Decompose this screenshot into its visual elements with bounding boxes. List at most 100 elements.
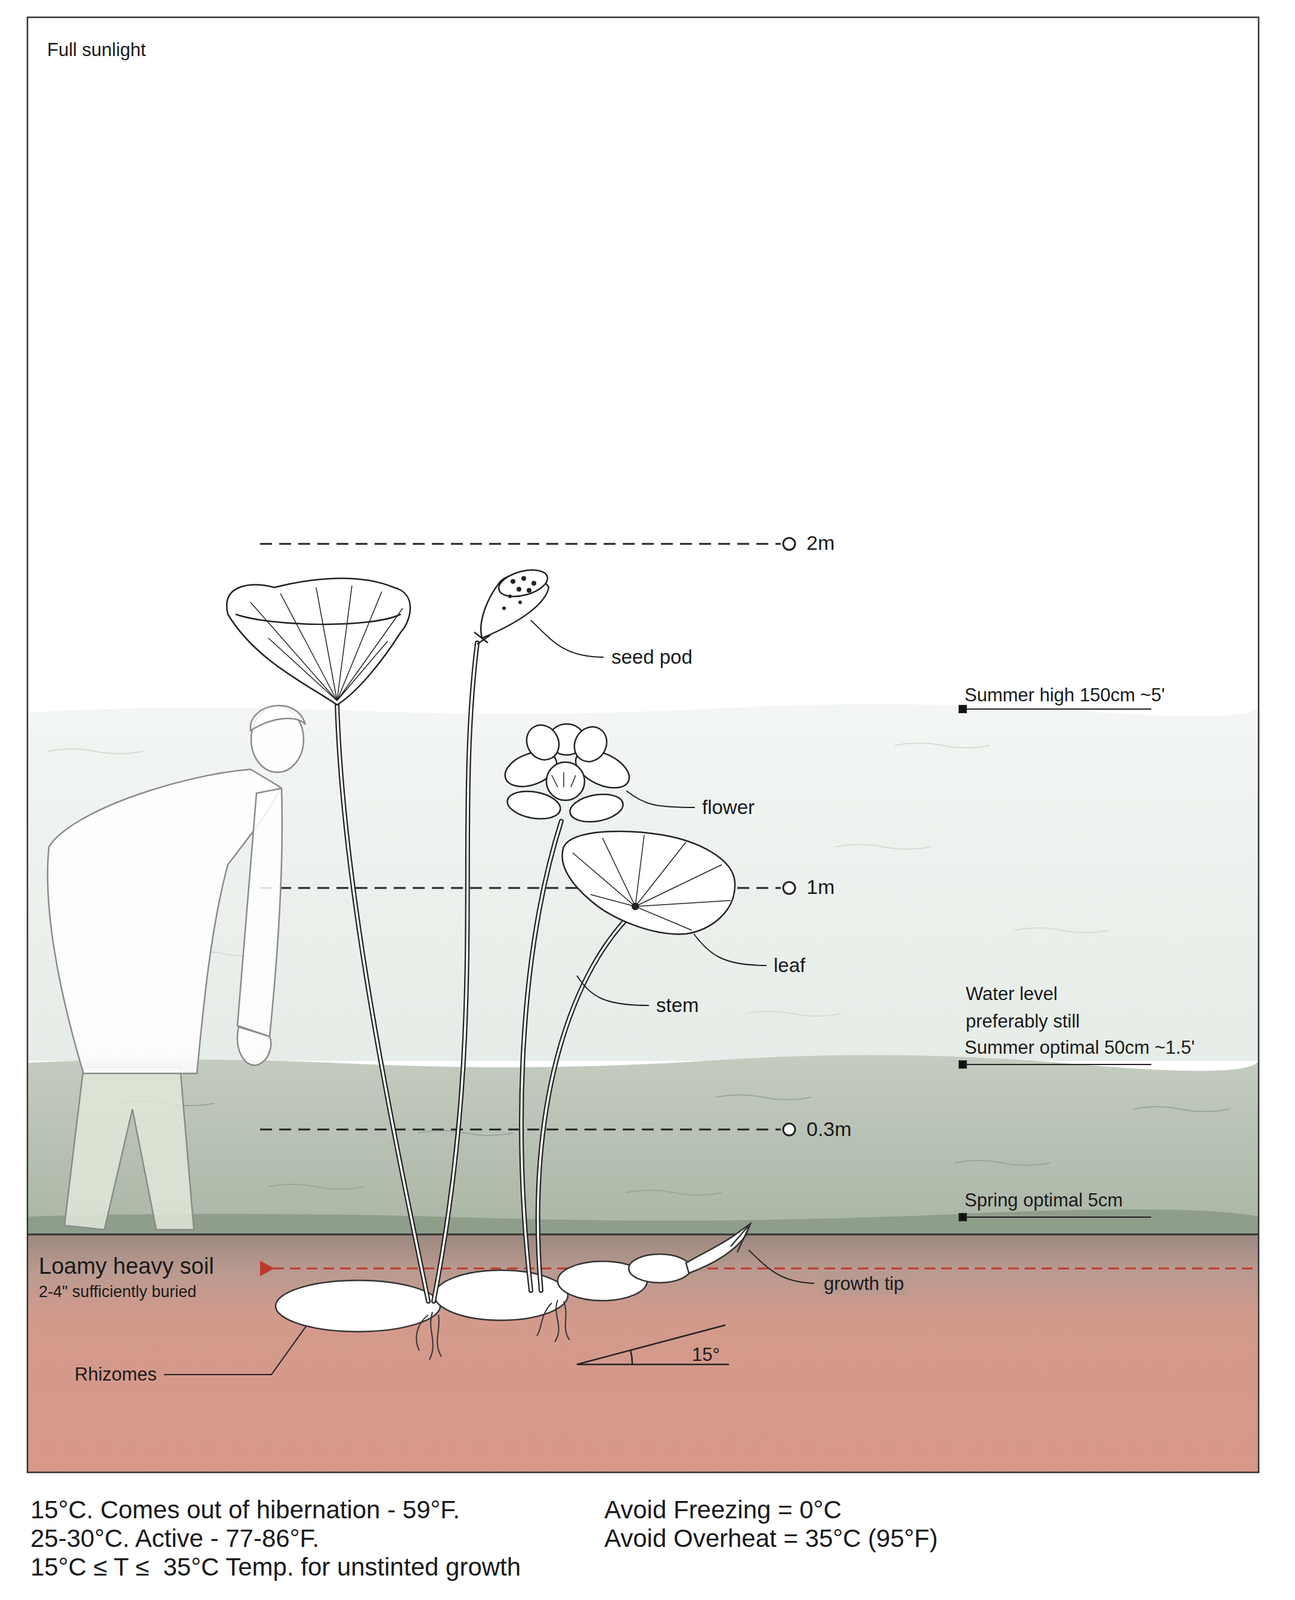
drawing-ellipse: [275, 1280, 441, 1332]
drawing-path: [337, 703, 429, 1302]
drawing-path: [576, 975, 649, 1006]
dimension: 1m: [806, 875, 835, 900]
part-name: seed pod: [611, 645, 693, 670]
ground-line: [27, 1234, 1259, 1236]
part-name: Rhizomes: [74, 1363, 157, 1386]
temperature-note: Avoid Overheat = 35°C (95°F): [604, 1524, 938, 1554]
drawing-path: [433, 643, 478, 1302]
drawing-ellipse: [495, 565, 550, 602]
drawing-path: [630, 1350, 633, 1365]
drawing-path: [164, 1326, 307, 1375]
temperature-note: 15°C ≤ T ≤ 35°C Temp. for unstinted grow…: [30, 1552, 521, 1583]
leader-lines: [164, 620, 815, 1375]
drawing-path: [237, 788, 283, 1037]
drawing-g: [572, 835, 731, 931]
part-name: growth tip: [821, 1272, 907, 1295]
stems: [337, 643, 638, 1302]
dimension: 2m: [806, 530, 835, 556]
soil-note: Loamy heavy soil: [38, 1253, 215, 1281]
temperature-note: Avoid Freezing = 0°C: [604, 1495, 842, 1526]
drawing-g: [250, 585, 403, 701]
drawing-g: [337, 643, 638, 1302]
drawing-circle: [502, 606, 506, 611]
dimension: 15°: [691, 1343, 720, 1366]
drawing-g: [502, 576, 537, 611]
temperature-note: 25-30°C. Active - 77-86°F.: [30, 1524, 320, 1554]
drawing-circle: [526, 588, 532, 593]
drawing-path: [250, 585, 403, 701]
drawing-g: [337, 643, 638, 1302]
drawing-path: [730, 1224, 751, 1253]
drawing-path: [685, 1224, 751, 1274]
temperature-note: 15°C. Comes out of hibernation - 59°F.: [30, 1495, 460, 1526]
person-figure: [47, 705, 306, 1230]
rhizomes: [275, 1224, 751, 1332]
drawing-ellipse: [520, 719, 565, 766]
drawing-path: [748, 1250, 815, 1284]
drawing-path: [416, 1312, 442, 1361]
dimension: 0.3m: [806, 1117, 852, 1142]
drawing-line: [962, 1216, 1152, 1219]
level-note: Spring optimal 5cm: [964, 1189, 1123, 1212]
drawing-line: [962, 708, 1152, 710]
drawing-circle: [521, 576, 527, 581]
flower-drawing: [500, 719, 636, 826]
drawing-circle: [531, 580, 537, 586]
drawing-path: [226, 578, 411, 706]
drawing-ellipse: [628, 1254, 691, 1284]
soil: [27, 1234, 1259, 1473]
burial-arrow: [260, 1260, 275, 1277]
drawing-circle: [518, 600, 522, 605]
drawing-circle: [783, 882, 796, 895]
drawing-path: [536, 1300, 570, 1343]
part-name: leaf: [773, 953, 806, 978]
drawing-path: [237, 1027, 271, 1066]
drawing-path: [119, 1095, 1229, 1196]
leaf-drawing: [226, 578, 411, 706]
drawing-line: [962, 1064, 1152, 1066]
drawing-rect: [959, 1213, 967, 1222]
drawing-path: [551, 772, 576, 788]
drawing-circle: [632, 903, 639, 910]
level-note: Summer optimal 50cm ~1.5': [964, 1036, 1195, 1059]
drawing-path: [433, 643, 478, 1302]
water: [27, 704, 1259, 1235]
roots: [416, 1300, 570, 1361]
level-markers: [959, 705, 1152, 1222]
drawing-path: [27, 1055, 1259, 1235]
drawing-circle: [508, 594, 512, 599]
drawing-g: [119, 1095, 1229, 1196]
part-name: stem: [656, 993, 700, 1018]
level-note: Summer high 150cm ~5': [964, 684, 1165, 707]
drawing-path: [337, 703, 429, 1302]
drawing-circle: [516, 586, 522, 592]
drawing-path: [27, 1209, 1259, 1235]
drawing-path: [538, 908, 638, 1291]
drawing-line: [260, 543, 781, 546]
drawing-path: [474, 632, 491, 645]
drawing-path: [250, 705, 306, 731]
drawing-circle: [783, 538, 796, 550]
leaf-drawing: [561, 831, 735, 935]
drawing-path: [626, 790, 695, 808]
drawing-rect: [959, 1061, 967, 1069]
drawing-rect: [959, 705, 967, 713]
drawing-ellipse: [434, 1270, 568, 1321]
part-name: flower: [702, 795, 755, 820]
frame: [27, 17, 1259, 1473]
drawing-path: [64, 1067, 194, 1230]
drawing-circle: [510, 579, 516, 584]
seed-pod-drawing: [474, 565, 551, 645]
drawing-circle: [783, 1123, 796, 1136]
drawing-circle: [546, 762, 585, 801]
drawing-path: [561, 831, 735, 935]
soil-note: 2-4" sufficiently buried: [38, 1282, 197, 1302]
drawing-path: [235, 614, 401, 625]
drawing-path: [693, 934, 767, 966]
note: Full sunlight: [47, 38, 146, 61]
drawing-path: [530, 620, 604, 658]
level-note: Water level preferably still: [965, 980, 1145, 1036]
drawing-ellipse: [567, 721, 613, 768]
